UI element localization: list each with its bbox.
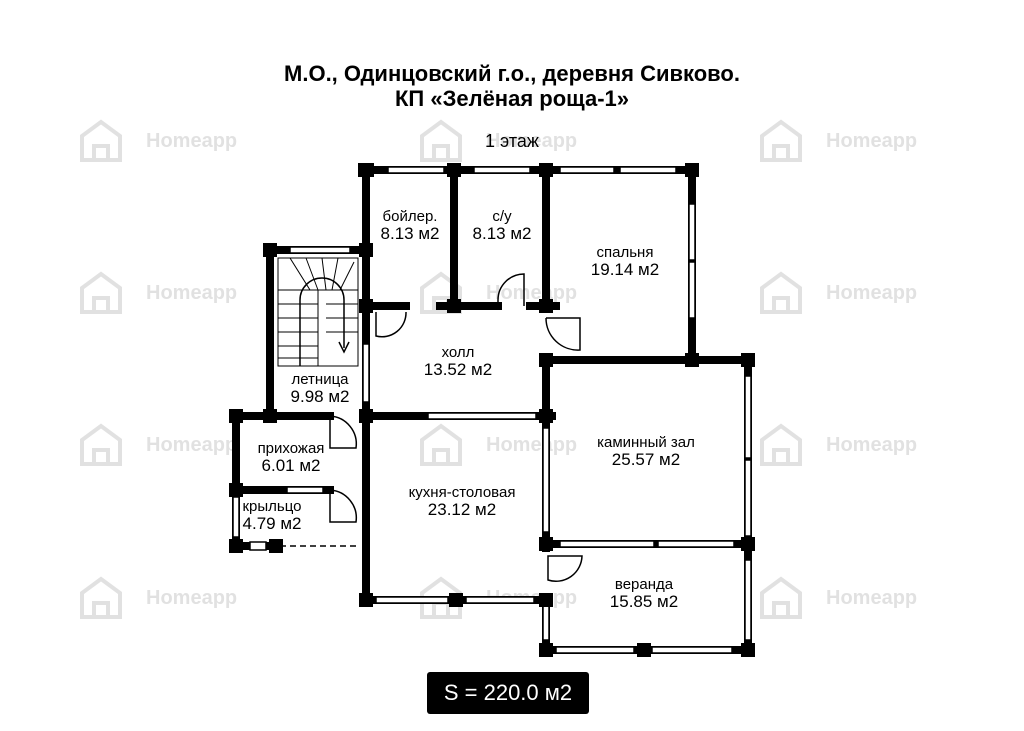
wall-joints (229, 163, 755, 657)
window (289, 246, 351, 254)
window (542, 605, 550, 641)
window (688, 261, 696, 319)
window (427, 412, 537, 420)
room-area: 19.14 м2 (590, 260, 660, 279)
room-area: 8.13 м2 (472, 224, 532, 243)
room-kitchen: кухня-столовая 23.12 м2 (384, 484, 540, 518)
room-area: 25.57 м2 (611, 450, 681, 469)
window (651, 646, 733, 654)
window (473, 166, 531, 174)
door (375, 311, 407, 338)
room-name: кухня-столовая (408, 484, 516, 501)
window (542, 427, 550, 533)
window (657, 540, 735, 548)
room-area: 9.98 м2 (290, 387, 350, 406)
room-boiler: бойлер. 8.13 м2 (368, 208, 452, 242)
room-area: 15.85 м2 (609, 592, 679, 611)
room-name: веранда (614, 576, 674, 593)
title-line-2: КП «Зелёная роща-1» (394, 86, 630, 111)
window (375, 596, 449, 604)
room-summer: летница 9.98 м2 (276, 371, 364, 405)
room-name: крыльцо (242, 498, 302, 515)
room-name: каминный зал (597, 434, 695, 451)
room-name: летница (291, 371, 349, 388)
room-entry: прихожая 6.01 м2 (244, 440, 338, 474)
room-area: 8.13 м2 (380, 224, 440, 243)
window (387, 166, 445, 174)
door (497, 273, 525, 306)
window (619, 166, 677, 174)
window (555, 646, 635, 654)
room-area: 13.52 м2 (423, 360, 493, 379)
window (232, 496, 240, 538)
title-line-1: М.О., Одинцовский г.о., деревня Сивково. (284, 61, 740, 86)
room-bedroom: спальня 19.14 м2 (570, 244, 680, 278)
window (465, 596, 535, 604)
room-bathroom: с/у 8.13 м2 (458, 208, 546, 242)
floor-label: 1 этаж (485, 131, 539, 151)
window (286, 486, 324, 494)
room-name: бойлер. (382, 208, 438, 225)
total-area-badge: S = 220.0 м2 (427, 672, 589, 714)
door (545, 317, 581, 351)
windows (232, 166, 752, 654)
room-hall: холл 13.52 м2 (400, 344, 516, 378)
window (559, 540, 655, 548)
room-name: холл (441, 344, 475, 361)
room-name: спальня (596, 244, 654, 261)
door (329, 415, 358, 449)
window (688, 203, 696, 261)
room-area: 6.01 м2 (261, 456, 321, 475)
room-veranda: веранда 15.85 м2 (586, 576, 702, 610)
room-name: с/у (492, 208, 512, 225)
staircase (277, 257, 359, 367)
room-fireplace: каминный зал 25.57 м2 (566, 434, 726, 468)
doors (280, 273, 583, 583)
door (329, 489, 358, 523)
window (744, 375, 752, 459)
window (744, 559, 752, 641)
window (249, 541, 267, 551)
room-name: прихожая (257, 440, 325, 457)
room-area: 23.12 м2 (427, 500, 497, 519)
room-area: 4.79 м2 (242, 514, 302, 533)
door (547, 555, 583, 583)
room-porch: крыльцо 4.79 м2 (242, 498, 302, 532)
window (362, 343, 370, 403)
window (559, 166, 615, 174)
window (744, 459, 752, 537)
